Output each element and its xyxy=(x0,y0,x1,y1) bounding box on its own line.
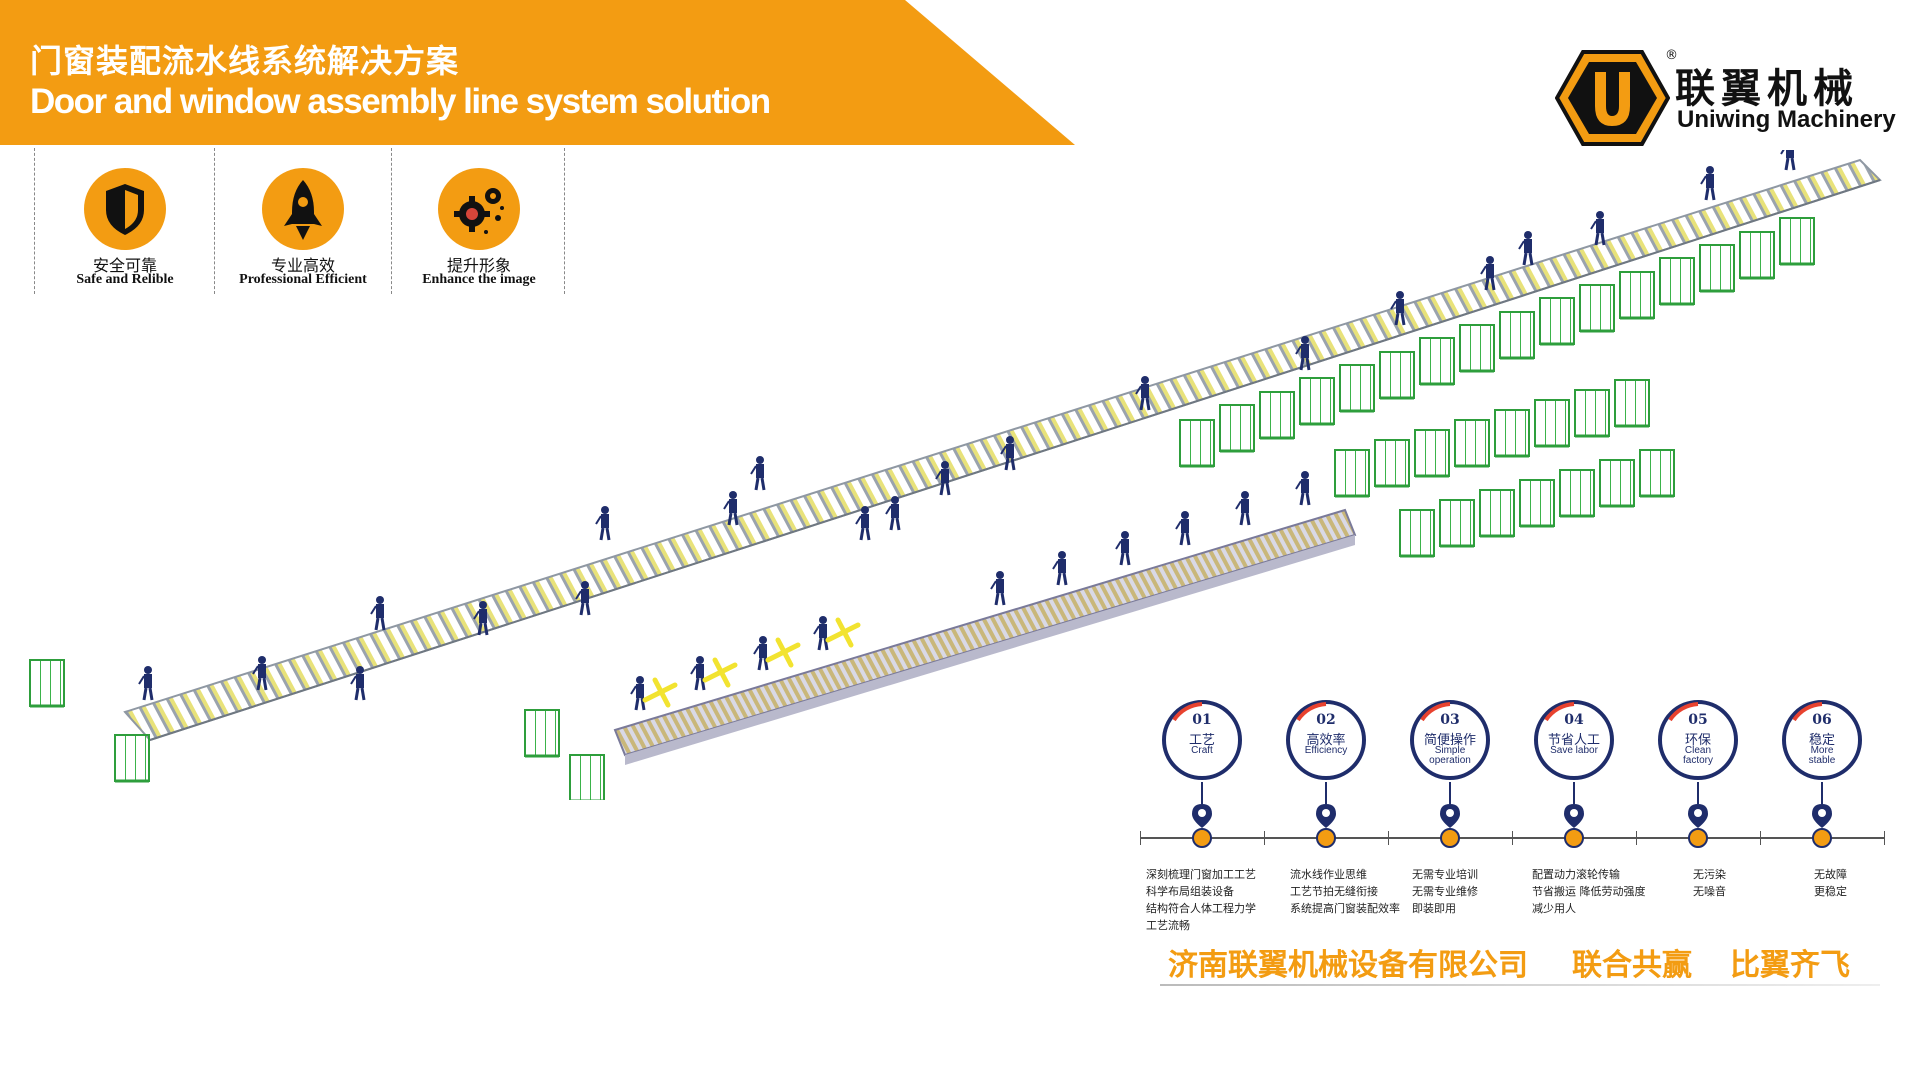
step-label-en: Craft xyxy=(1191,745,1213,756)
brand-logo: ® 联翼机械 Uniwing Machinery xyxy=(1555,48,1905,148)
step-description: 配置动力滚轮传输 节省搬运 降低劳动强度 减少用人 xyxy=(1532,868,1646,915)
feature-efficient: 专业高效 Professional Efficient xyxy=(215,148,391,294)
step-label-en: Simple operation xyxy=(1429,745,1471,766)
feature-strip: 安全可靠 Safe and Relible 专业高效 Professional … xyxy=(34,148,567,294)
step-number: 06 xyxy=(1812,712,1832,728)
ring-accent xyxy=(1668,702,1699,722)
step-label-en: More stable xyxy=(1808,745,1836,766)
feature-label-cn: 专业高效 xyxy=(270,256,335,275)
divider xyxy=(564,148,565,294)
step-save-labor: 04 节省人工 Save labor xyxy=(1512,690,1636,870)
step-label-en: Clean factory xyxy=(1682,745,1713,766)
feature-label-cn: 提升形象 xyxy=(446,256,511,275)
location-pin-icon xyxy=(1812,804,1832,828)
assembly-line-illustration xyxy=(28,150,1882,800)
feature-timeline: 01 工艺 Craft 02 高效率 Efficiency 03 简便操作 Si… xyxy=(1140,690,1900,990)
ring-accent xyxy=(1792,702,1823,722)
step-label-cn: 高效率 xyxy=(1306,733,1346,748)
step-label-cn: 工艺 xyxy=(1188,733,1215,748)
divider xyxy=(214,148,215,294)
page-title-en: Door and window assembly line system sol… xyxy=(30,82,771,121)
feature-label-cn: 安全可靠 xyxy=(92,256,157,275)
step-label-cn: 节省人工 xyxy=(1547,733,1600,748)
banner-shape xyxy=(0,0,1075,145)
company-slogan: 济南联翼机械设备有限公司 联合共赢 比翼齐飞 xyxy=(1160,936,1880,986)
step-simple-operation: 03 简便操作 Simple operation xyxy=(1388,690,1512,870)
step-more-stable: 06 稳定 More stable xyxy=(1760,690,1884,870)
hexagon-u-logo-icon xyxy=(1555,50,1670,146)
feature-label-en: Professional Efficient xyxy=(239,272,367,287)
step-label-en: Efficiency xyxy=(1304,745,1348,756)
step-number: 03 xyxy=(1440,712,1460,728)
ring-accent xyxy=(1420,702,1451,722)
ring-accent xyxy=(1172,702,1203,722)
feature-image: 提升形象 Enhance the image xyxy=(391,148,567,294)
location-pin-icon xyxy=(1688,804,1708,828)
step-number: 05 xyxy=(1688,712,1708,728)
step-description: 流水线作业思维 工艺节拍无缝衔接 系统提高门窗装配效率 xyxy=(1290,868,1400,915)
step-number: 01 xyxy=(1192,712,1212,728)
divider xyxy=(391,148,392,294)
location-pin-icon xyxy=(1316,804,1336,828)
step-label-cn: 简便操作 xyxy=(1423,733,1476,748)
rocket-icon xyxy=(284,180,322,240)
step-label-en: Save labor xyxy=(1550,745,1598,756)
ring-accent xyxy=(1296,702,1327,722)
step-description: 无需专业培训 无需专业维修 即装即用 xyxy=(1412,868,1478,915)
divider xyxy=(34,148,35,294)
step-description: 无故障 更稳定 xyxy=(1814,868,1847,898)
ring-accent xyxy=(1544,702,1575,722)
step-description: 无污染 无噪音 xyxy=(1693,868,1726,898)
step-efficiency: 02 高效率 Efficiency xyxy=(1264,690,1388,870)
feature-label-en: Safe and Relible xyxy=(76,272,174,287)
step-number: 02 xyxy=(1316,712,1336,728)
step-clean-factory: 05 环保 Clean factory xyxy=(1636,690,1760,870)
step-label-cn: 环保 xyxy=(1684,733,1711,748)
page-title-cn: 门窗装配流水线系统解决方案 xyxy=(30,42,460,80)
location-pin-icon xyxy=(1192,804,1212,828)
brand-name-en: Uniwing Machinery xyxy=(1677,106,1896,133)
shield-icon xyxy=(106,184,144,235)
feature-safe: 安全可靠 Safe and Relible xyxy=(37,148,213,294)
slogan-underline xyxy=(1160,984,1880,986)
location-pin-icon xyxy=(1440,804,1460,828)
step-label-cn: 稳定 xyxy=(1808,733,1835,748)
step-number: 04 xyxy=(1564,712,1584,728)
company-name: 济南联翼机械设备有限公司 xyxy=(1168,948,1528,983)
header-banner: 门窗装配流水线系统解决方案 Door and window assembly l… xyxy=(0,0,1075,145)
brand-name-cn: 联翼机械 xyxy=(1675,66,1859,112)
motto-two: 比翼齐飞 xyxy=(1730,948,1850,983)
step-description: 深刻梳理门窗加工工艺 科学布局组装设备 结构符合人体工程力学 工艺流畅 xyxy=(1146,868,1256,932)
step-craft: 01 工艺 Craft xyxy=(1140,690,1264,870)
registered-mark: ® xyxy=(1665,48,1678,63)
feature-label-en: Enhance the image xyxy=(422,272,536,287)
location-pin-icon xyxy=(1564,804,1584,828)
motto-one: 联合共赢 xyxy=(1572,948,1692,983)
gears-icon xyxy=(454,188,504,234)
